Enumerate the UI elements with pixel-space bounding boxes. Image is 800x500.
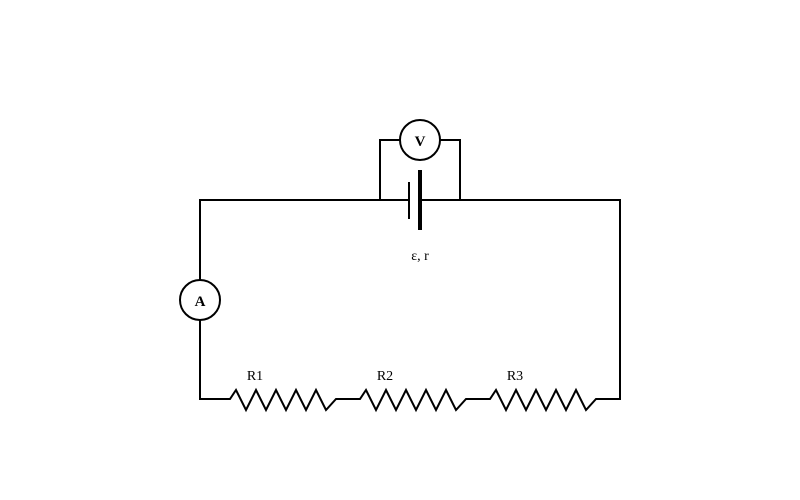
voltmeter-symbol: V	[415, 134, 426, 150]
voltmeter	[399, 119, 441, 161]
voltmeter-wire-right	[439, 139, 461, 201]
bottom-wire	[199, 387, 621, 413]
main-loop-wires	[199, 199, 621, 413]
resistor-label-r1: R1	[247, 369, 263, 384]
voltmeter-branch: V	[379, 119, 461, 201]
battery	[408, 170, 422, 230]
ammeter	[179, 279, 221, 321]
battery-label: ε, r	[411, 249, 429, 264]
resistor-label-r2: R2	[377, 369, 393, 384]
ammeter-symbol: A	[195, 294, 206, 310]
voltmeter-wire-left	[379, 139, 401, 201]
resistor-label-r3: R3	[507, 369, 523, 384]
ammeter-group: A	[179, 279, 221, 321]
